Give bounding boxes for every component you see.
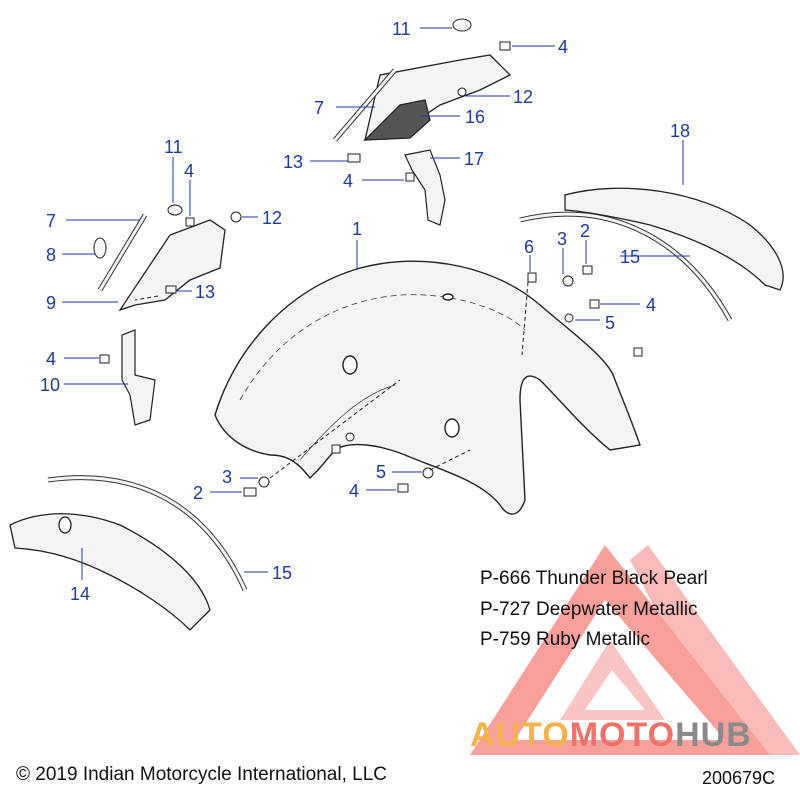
callout-13: 13 [283,152,304,172]
callout-7: 7 [314,98,325,118]
callout-4: 4 [343,171,354,191]
callout-11: 11 [392,19,411,39]
callout-11: 11 [164,137,183,157]
callout-5: 5 [376,462,387,482]
mount-brackets [121,149,446,426]
callout-7: 7 [46,211,57,231]
fasteners [93,18,643,497]
callout-4: 4 [184,161,195,181]
callout-14: 14 [70,584,91,604]
rear-fender [214,260,641,515]
callout-15: 15 [620,247,641,267]
watermark-part-hub: HUB [675,716,752,754]
callout-5: 5 [605,313,616,333]
callout-1: 1 [352,219,363,239]
color-code-1: P-666 Thunder Black Pearl [480,568,708,589]
trim-strips [47,68,733,592]
watermark-triangle [470,545,800,755]
side-bracket-upper [118,54,512,312]
callout-3: 3 [222,467,233,487]
side-rail-rear [9,187,784,631]
callout-17: 17 [464,149,485,169]
callout-4: 4 [646,295,657,315]
callout-18: 18 [670,121,691,141]
leader-lines [62,27,690,580]
callout-2: 2 [580,221,591,241]
callout-12: 12 [513,87,534,107]
color-code-3: P-759 Ruby Metallic [480,629,651,650]
watermark-text: AUTOMOTOHUB [470,716,752,755]
callout-15: 15 [272,563,293,583]
callout-10: 10 [40,375,61,395]
color-code-2: P-727 Deepwater Metallic [480,599,698,620]
dashed-guides [134,281,529,479]
callout-2: 2 [193,483,204,503]
callout-12: 12 [262,208,283,228]
watermark-part-auto: AUTO [470,716,570,754]
callout-9: 9 [46,293,57,313]
callout-16: 16 [465,107,486,127]
callout-8: 8 [46,245,57,265]
copyright-text: © 2019 Indian Motorcycle International, … [16,764,387,785]
callout-4: 4 [558,37,569,57]
watermark-part-moto: MOTO [569,716,676,754]
callout-3: 3 [557,229,568,249]
callout-13: 13 [195,282,216,302]
callout-4: 4 [349,481,360,501]
callout-6: 6 [524,237,535,257]
callout-4: 4 [46,349,57,369]
diagram-number: 200679C [702,768,776,788]
